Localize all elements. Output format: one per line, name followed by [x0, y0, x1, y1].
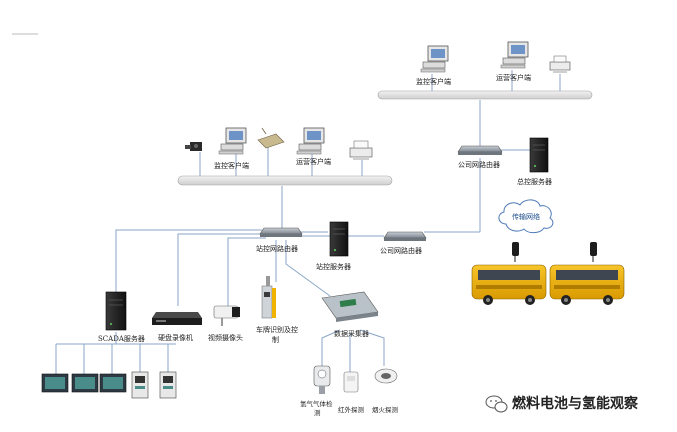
monitor-icon [99, 373, 127, 393]
router-icon [259, 227, 303, 237]
barrier-gate-icon [261, 276, 276, 319]
monitor-client-mid[interactable] [218, 127, 247, 155]
station-router[interactable] [259, 227, 303, 237]
data-collector[interactable] [321, 291, 379, 322]
hmi-panel-1[interactable] [131, 371, 149, 399]
camera-device-icon [185, 142, 202, 151]
station-server-label: 站控服务器 [316, 262, 351, 271]
transport-network-label: 传输网络 [512, 212, 540, 221]
h2-detector-label-1: 氢气气体检 [300, 399, 333, 408]
monitor-icon [41, 373, 69, 393]
scada-terminal-1[interactable] [41, 373, 69, 393]
video-camera[interactable] [213, 305, 240, 326]
hmi-panel-2[interactable] [159, 371, 177, 399]
total-server-label: 总控服务器 [517, 177, 552, 186]
total-server[interactable] [529, 137, 549, 173]
computer-icon [420, 45, 449, 73]
modem-icon [257, 127, 285, 149]
monitor-client-mid-label: 监控客户端 [214, 161, 249, 170]
ir-detector-label: 红外探测 [338, 405, 365, 414]
scada-terminal-3[interactable] [99, 373, 127, 393]
station-server[interactable] [329, 221, 349, 257]
cloud-icon [498, 199, 554, 234]
antenna-icon [590, 242, 597, 262]
monitor-client-top-label: 监控客户端 [416, 77, 451, 86]
router-icon [383, 231, 427, 241]
h2-detector[interactable] [313, 365, 331, 394]
scada-terminal-2[interactable] [71, 373, 99, 393]
computer-icon [218, 127, 247, 155]
fuel-cell-bus-2 [549, 242, 625, 305]
h2-detector-label-2: 测 [314, 409, 321, 417]
camera-label: 视频摄像头 [208, 333, 243, 342]
company-router-top-label: 公司网路由器 [458, 160, 500, 169]
smoke-detector[interactable] [374, 368, 398, 384]
server-icon [105, 291, 127, 331]
data-collector-label: 数据采集器 [334, 329, 369, 338]
transport-network-cloud: 传输网络 [498, 199, 554, 234]
connection-lines [55, 70, 561, 374]
computer-icon [500, 41, 529, 69]
station-router-label: 站控网路由器 [256, 244, 298, 253]
top-network-bus [377, 90, 593, 100]
ops-client-top[interactable] [500, 41, 529, 69]
smoke-sensor-icon [374, 368, 398, 384]
ops-client-mid-label: 运营客户端 [296, 157, 331, 166]
watermark-text: 燃料电池与氢能观察 [512, 395, 639, 412]
hmi-icon [131, 371, 149, 399]
printer-icon [549, 55, 571, 73]
gas-detector-icon [313, 365, 331, 394]
wechat-icon [485, 395, 508, 413]
ir-detector[interactable] [343, 371, 359, 393]
bus-icon [471, 264, 547, 305]
monitor-client-top[interactable] [420, 45, 449, 73]
printer-icon [349, 140, 373, 160]
bus-icon [549, 264, 625, 305]
disk-recorder[interactable] [152, 312, 202, 325]
antenna-icon [512, 242, 519, 262]
disk-recorder-label: 硬盘录像机 [158, 333, 193, 342]
router-icon [457, 145, 503, 155]
fuel-cell-bus-1 [471, 242, 547, 305]
computer-icon [296, 127, 325, 155]
hmi-icon [159, 371, 177, 399]
plate-recognition-label-1: 车牌识别及控 [256, 325, 298, 334]
smoke-detector-label: 烟火探测 [372, 405, 399, 414]
scada-server[interactable] [105, 291, 127, 331]
plate-recognition[interactable] [261, 276, 276, 319]
company-router-top[interactable] [457, 145, 503, 155]
company-router-mid-label: 公司网路由器 [380, 246, 422, 255]
server-icon [329, 221, 349, 257]
data-collector-icon [321, 291, 379, 322]
mid-network-bus [177, 175, 393, 186]
watermark: 燃料电池与氢能观察 [485, 395, 639, 413]
ops-client-mid[interactable] [296, 127, 325, 155]
monitor-icon [71, 373, 99, 393]
server-icon [529, 137, 549, 173]
company-router-mid[interactable] [383, 231, 427, 241]
ops-client-top-label: 运营客户端 [496, 73, 531, 82]
scada-server-label: SCADA服务器 [98, 334, 145, 343]
ir-sensor-icon [343, 371, 359, 393]
camera-icon [213, 305, 240, 326]
plate-recognition-label-2: 制 [272, 335, 279, 344]
recorder-icon [152, 312, 202, 325]
